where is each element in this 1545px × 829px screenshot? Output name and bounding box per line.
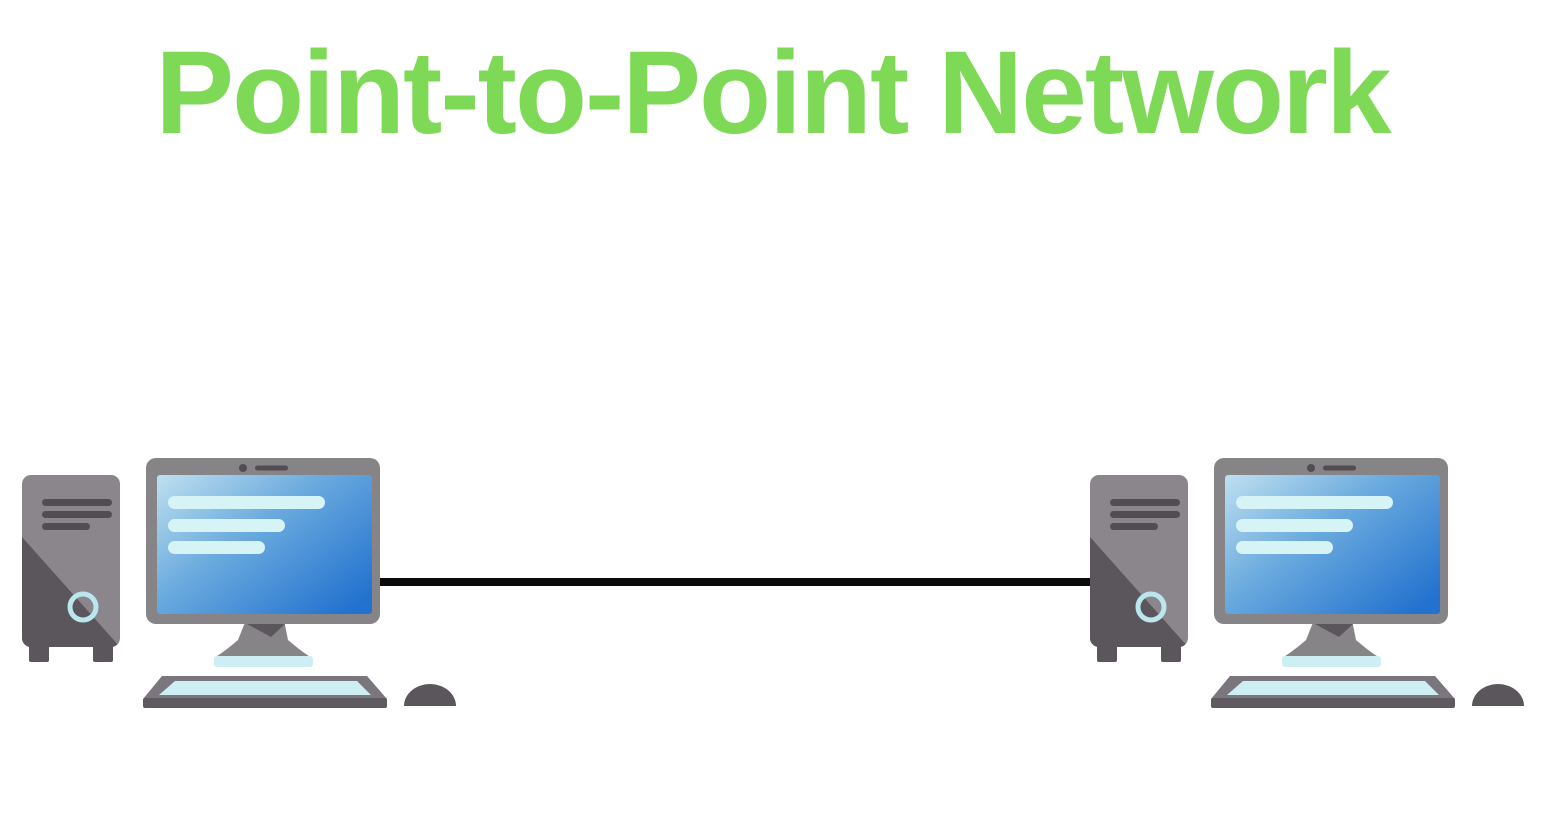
desktop-computer-icon — [1090, 458, 1524, 708]
point-to-point-link-line — [378, 578, 1092, 586]
desktop-computer-icon — [22, 458, 456, 708]
computer-node-left — [15, 452, 460, 712]
computer-node-right — [1083, 452, 1528, 712]
diagram-title: Point-to-Point Network — [155, 27, 1391, 159]
